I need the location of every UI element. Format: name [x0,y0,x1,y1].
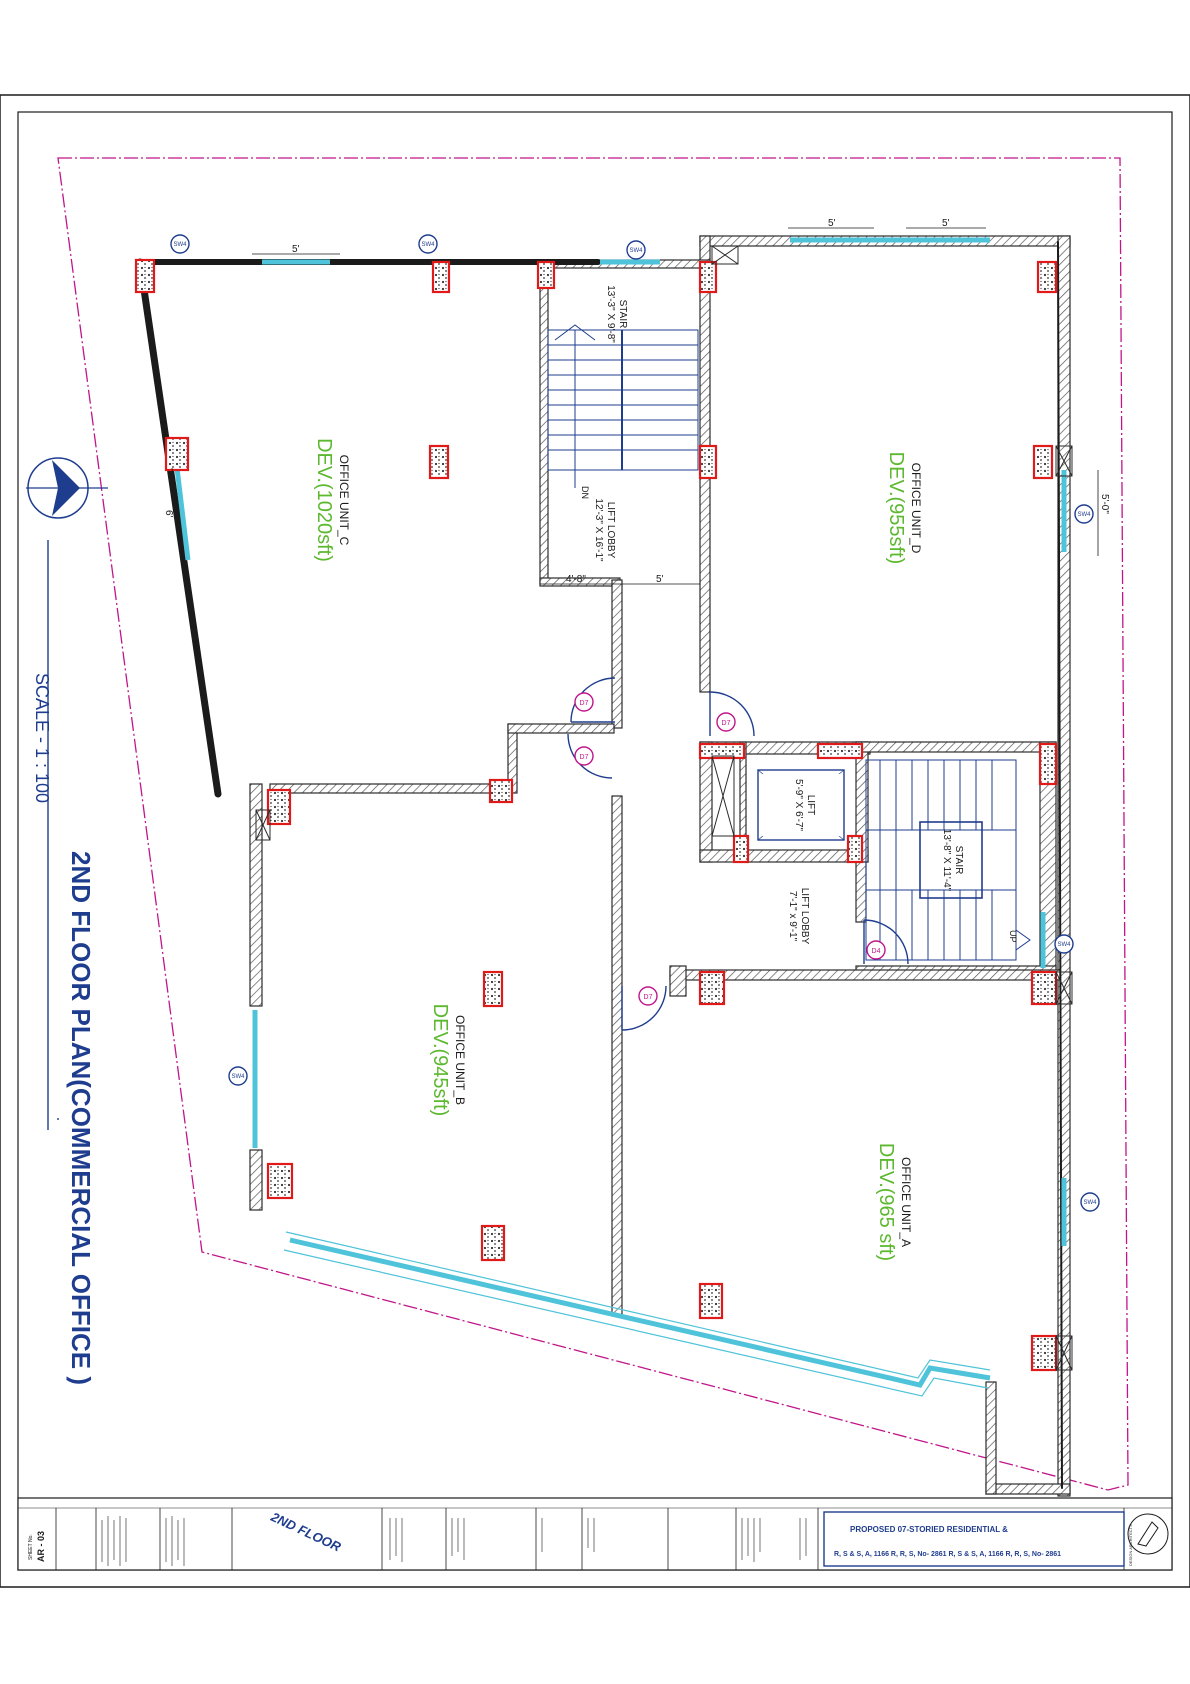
lift-lobby-bottom-name: LIFT LOBBY [799,888,810,945]
stair-dn-label: DN [580,486,590,499]
glazing [174,237,1067,1388]
lift-lobby-top-name: LIFT LOBBY [605,502,616,559]
north-arrow-icon [52,460,80,516]
stair-top-size: 13'-3" X 9'-8" [605,285,616,343]
drawing-title: 2ND FLOOR PLAN(COMMERCIAL OFFICE ) [66,851,96,1385]
stair-top-name: STAIR [617,300,628,329]
sw-tag-label-3: SW4 [629,248,643,254]
unit-d-area: DEV.(955sft) [885,452,907,565]
unit-c-area: DEV.(1020sft) [313,438,335,562]
project-title: PROPOSED 07-STORIED RESIDENTIAL & [850,1525,1008,1534]
door-tag-label-2: D7 [580,754,589,761]
unit-b-name: OFFICE UNIT_B [453,1015,467,1105]
firm-logo [1127,1513,1169,1555]
project-plot-details: R, S & S, A, 1166 R, R, S, No- 2861 R, S… [834,1551,1061,1558]
sheet-label: SHEET No. [28,1534,34,1560]
stair-up-label: UP [1008,930,1018,943]
dim-label-3: 5' [942,218,950,229]
plot-boundary [57,157,1129,1491]
dim-label-5: 5'-0" [1099,494,1110,514]
dimension-lines [171,227,1099,585]
lift-name: LIFT [805,795,816,816]
dim-label-1: 5' [292,244,300,255]
sw-tag-label-5: SW4 [1057,942,1071,948]
glazing-edge-2 [283,1249,989,1397]
unit-b-area: DEV.(945sft) [429,1004,451,1117]
lift-size: 5'-9" X 6'-7" [793,779,804,832]
lift-lobby-top-size: 12'-3" X 16'-1" [593,498,604,562]
title-block-fineprint [101,1516,807,1566]
door-tags [574,692,886,1006]
sw-tag-label-6: SW4 [1083,1200,1097,1206]
sheet-inner-border [17,111,1173,1571]
stair-bottom-name: STAIR [953,846,964,875]
title-block: PROPOSED 07-STORIED RESIDENTIAL & R, S &… [17,1497,1173,1571]
unit-c-name: OFFICE UNIT_C [337,455,351,546]
door-tag-label-5: D4 [872,948,881,955]
drawing-scale: SCALE - 1 : 100 [32,673,52,803]
sw-tags [170,234,1100,1212]
dim-label-8: 5' [656,574,664,585]
door-tag-label-3: D7 [722,720,731,727]
firm-logo-caption: DESIGN ARCHITECTS [1128,1524,1133,1566]
walls-solid [136,241,1063,1489]
shafts [255,245,1073,1371]
lift-lobby-bottom-size: 7'-1" x 9'-1" [787,891,798,942]
lift-label-bg [762,774,840,836]
stair-top-treads [547,324,699,488]
title-group: 2ND FLOOR PLAN(COMMERCIAL OFFICE ) SCALE… [32,673,96,1385]
glazing-edge [285,1231,991,1379]
sheet-outer-border [0,94,1190,1588]
sw-tag-label-1: SW4 [173,242,187,248]
sheet-number: AR - 03 [36,1531,46,1562]
sw-tag-label-4: SW4 [1077,512,1091,518]
dim-label-6: 6' [163,510,174,518]
text-layer: 2ND FLOOR PLAN(COMMERCIAL OFFICE ) SCALE… [26,218,1110,1385]
door-tag-label-4: D7 [644,994,653,1001]
stair-bottom-treads [865,759,1031,961]
north-arrow-circle [27,457,89,519]
firm-logo-mark [1137,1521,1159,1547]
columns [134,258,1058,1372]
stair-bottom-size: 13'-8" X 11'-4" [941,829,952,892]
unit-d-name: OFFICE UNIT_D [909,463,923,554]
dim-label-2: 5' [828,218,836,229]
unit-a-name: OFFICE UNIT_A [899,1157,913,1247]
dim-label-7: 4'-8" [566,574,586,585]
sw-tag-label-2: SW4 [421,242,435,248]
sw-tag-label-7: SW4 [231,1074,245,1080]
door-tag-label-1: D7 [580,700,589,707]
unit-a-area: DEV.(965 sft) [875,1143,897,1261]
